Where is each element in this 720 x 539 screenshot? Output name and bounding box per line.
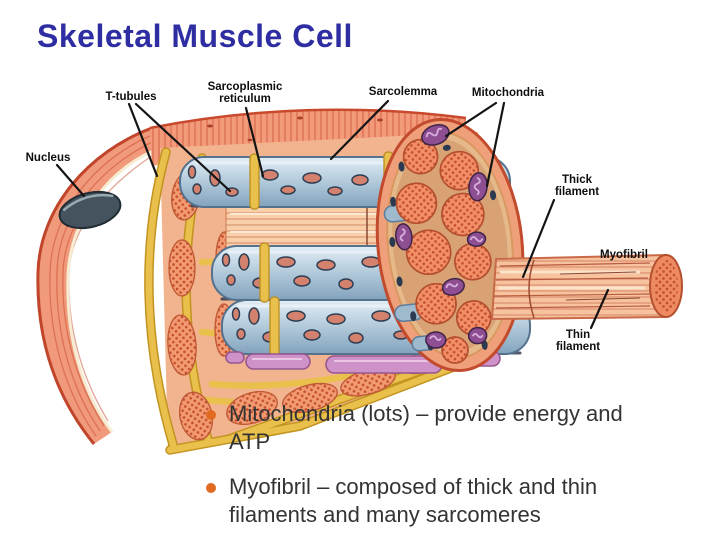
- list-item: Mitochondria (lots) – provide energy and…: [206, 400, 712, 456]
- sarcoplasmic-reticulum-leader: [244, 106, 265, 178]
- mitochondria-blobs: [395, 123, 488, 349]
- mitochondria-leader-1: [444, 101, 498, 138]
- bullet-marker-icon: [206, 483, 216, 493]
- bullet-list: Mitochondria (lots) – provide energy and…: [206, 400, 712, 539]
- mitochondria-rods: [225, 350, 501, 374]
- t-tubules-leader-2: [134, 102, 232, 193]
- thin-filament-leader: [589, 288, 610, 330]
- muscle-end-cap: [375, 117, 525, 373]
- sarcolemma-leader: [329, 99, 390, 161]
- diagram-labels: T-tubules Sarcoplasmic reticulum Sarcole…: [26, 81, 648, 353]
- nucleus-leader: [55, 163, 86, 198]
- label-thin-filament-line1: Thin: [566, 329, 590, 341]
- bullet-text-myofibril: Myofibril – composed of thick and thin f…: [229, 474, 598, 527]
- label-t-tubules: T-tubules: [105, 91, 156, 103]
- leader-lines: [55, 99, 610, 330]
- label-sarcoplasmic-reticulum-line2: reticulum: [219, 93, 271, 105]
- label-mitochondria: Mitochondria: [472, 87, 545, 99]
- thick-filament-leader: [521, 198, 556, 279]
- myofibril-cylinder: [490, 253, 683, 321]
- label-nucleus: Nucleus: [26, 152, 71, 164]
- label-thick-filament-line1: Thick: [562, 174, 593, 186]
- label-thin-filament-line2: filament: [556, 341, 600, 353]
- page-title: Skeletal Muscle Cell: [37, 18, 353, 54]
- nucleus-shape: [58, 190, 122, 230]
- label-thick-filament-line2: filament: [555, 186, 599, 198]
- bullet-text-mitochondria: Mitochondria (lots) – provide energy and…: [229, 401, 623, 454]
- label-sarcolemma: Sarcolemma: [369, 86, 438, 98]
- label-myofibril: Myofibril: [600, 249, 648, 261]
- label-sarcoplasmic-reticulum-line1: Sarcoplasmic: [208, 81, 283, 93]
- bullet-marker-icon: [206, 410, 216, 420]
- list-item: Myofibril – composed of thick and thin f…: [206, 473, 712, 529]
- mitochondria-leader-2: [485, 101, 506, 188]
- t-tubules-leader-1: [127, 102, 159, 178]
